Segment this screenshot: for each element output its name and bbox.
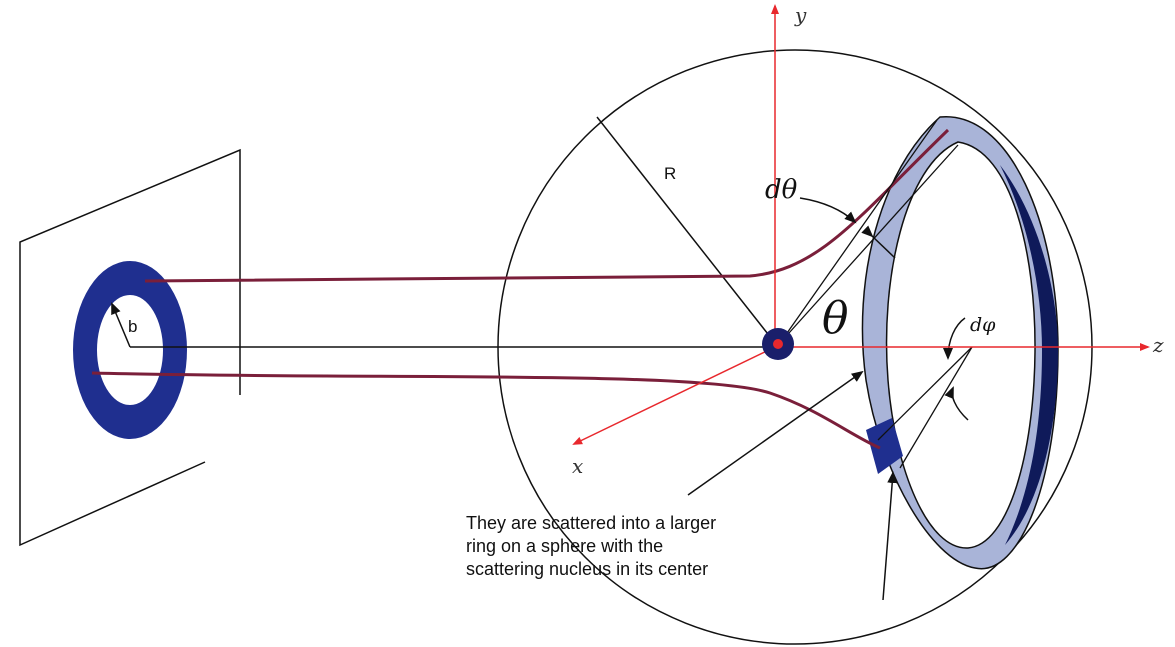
d-theta-label: dθ xyxy=(765,175,798,205)
radius-line xyxy=(596,116,776,344)
b-label: b xyxy=(128,317,137,336)
scattering-band xyxy=(861,116,1059,570)
nucleus-core xyxy=(773,339,783,349)
d-theta-pointer-2 xyxy=(861,225,896,259)
x-axis xyxy=(572,346,776,445)
d-phi-patch xyxy=(866,418,903,474)
caption-pointer-right xyxy=(882,471,898,601)
trajectory-upper xyxy=(144,128,950,283)
radius-label: R xyxy=(664,164,676,183)
caption-text: They are scattered into a larger ring on… xyxy=(466,513,717,579)
trajectory-lower xyxy=(91,371,881,450)
d-phi-arc-lower xyxy=(944,386,969,421)
impact-ring-hole xyxy=(97,295,163,405)
b-arrow xyxy=(111,302,131,348)
d-phi-arc-upper xyxy=(943,317,966,360)
d-phi-line-1 xyxy=(877,346,973,441)
target-plane xyxy=(19,148,241,547)
x-axis-label: x xyxy=(572,454,583,478)
cone-line-outer xyxy=(779,119,938,344)
theta-label: θ xyxy=(822,293,849,344)
cone-line-inner xyxy=(779,144,959,344)
d-phi-label: dφ xyxy=(970,314,996,336)
d-phi-line-2 xyxy=(899,346,973,469)
z-axis-label: z xyxy=(1152,333,1164,357)
y-axis-label: y xyxy=(794,3,807,27)
caption-pointer-left xyxy=(687,370,864,496)
d-theta-pointer xyxy=(799,197,857,224)
